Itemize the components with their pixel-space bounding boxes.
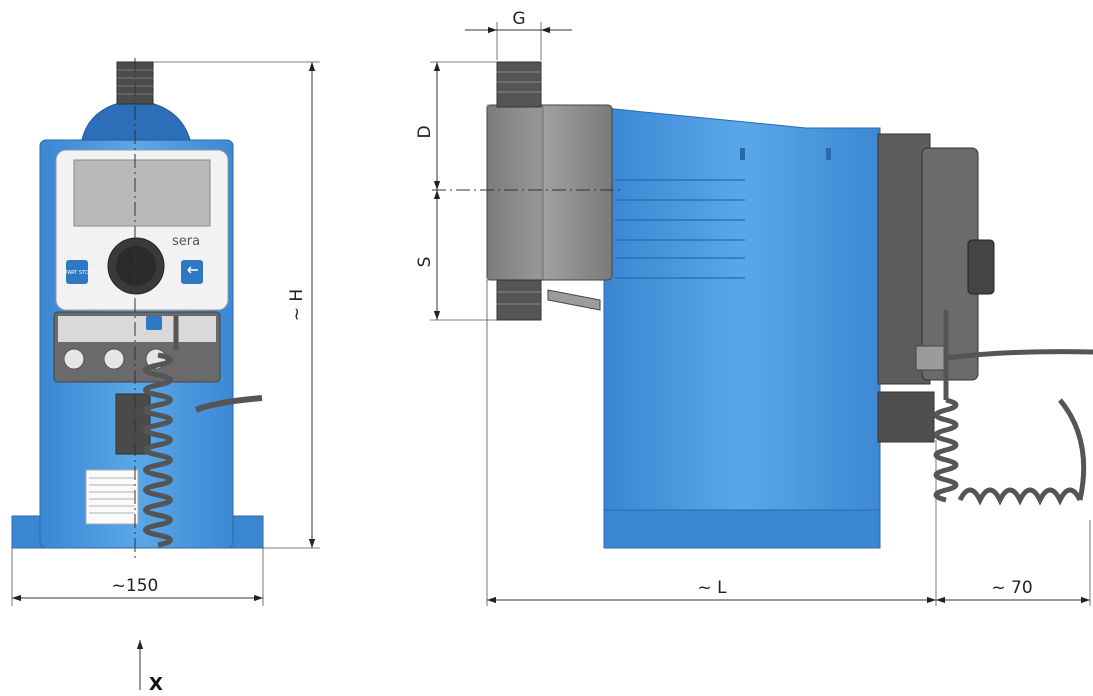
thread-dimension-label: G <box>512 9 525 29</box>
suction-fitting-top <box>496 61 542 108</box>
start-stop-button[interactable] <box>66 260 88 284</box>
return-arrow-icon <box>187 266 198 274</box>
discharge-fitting-bottom <box>496 279 542 321</box>
d-dimension-label: D <box>415 125 435 138</box>
front-dimensions: ~150 ~ H X <box>11 61 320 695</box>
width-dimension-label: ~150 <box>112 576 159 596</box>
side-knob <box>967 239 995 295</box>
length-dimension-label: ~ L <box>697 578 727 598</box>
rotary-knob-icon[interactable] <box>107 237 165 295</box>
return-button[interactable] <box>181 260 203 284</box>
side-body <box>603 107 881 549</box>
height-dimension-label: ~ H <box>287 289 307 321</box>
front-view: START STOP sera <box>11 58 264 560</box>
side-block <box>115 393 151 455</box>
brand-logo: sera <box>172 234 200 249</box>
side-coiled-cable <box>933 310 1093 506</box>
side-view <box>432 61 1093 549</box>
type-label-plate <box>85 469 139 525</box>
start-stop-small-button[interactable] <box>146 316 162 330</box>
start-stop-label: START STOP <box>62 270 92 276</box>
s-dimension-label: S <box>415 257 435 268</box>
coiled-cable <box>143 316 263 548</box>
side-dimensions: G D S ~ L ~ 70 <box>415 9 1091 606</box>
view-marker-label: X <box>149 674 163 695</box>
pump-head-dome <box>81 99 191 141</box>
display-screen <box>73 159 211 227</box>
cable-depth-dimension-label: ~ 70 <box>991 578 1032 598</box>
